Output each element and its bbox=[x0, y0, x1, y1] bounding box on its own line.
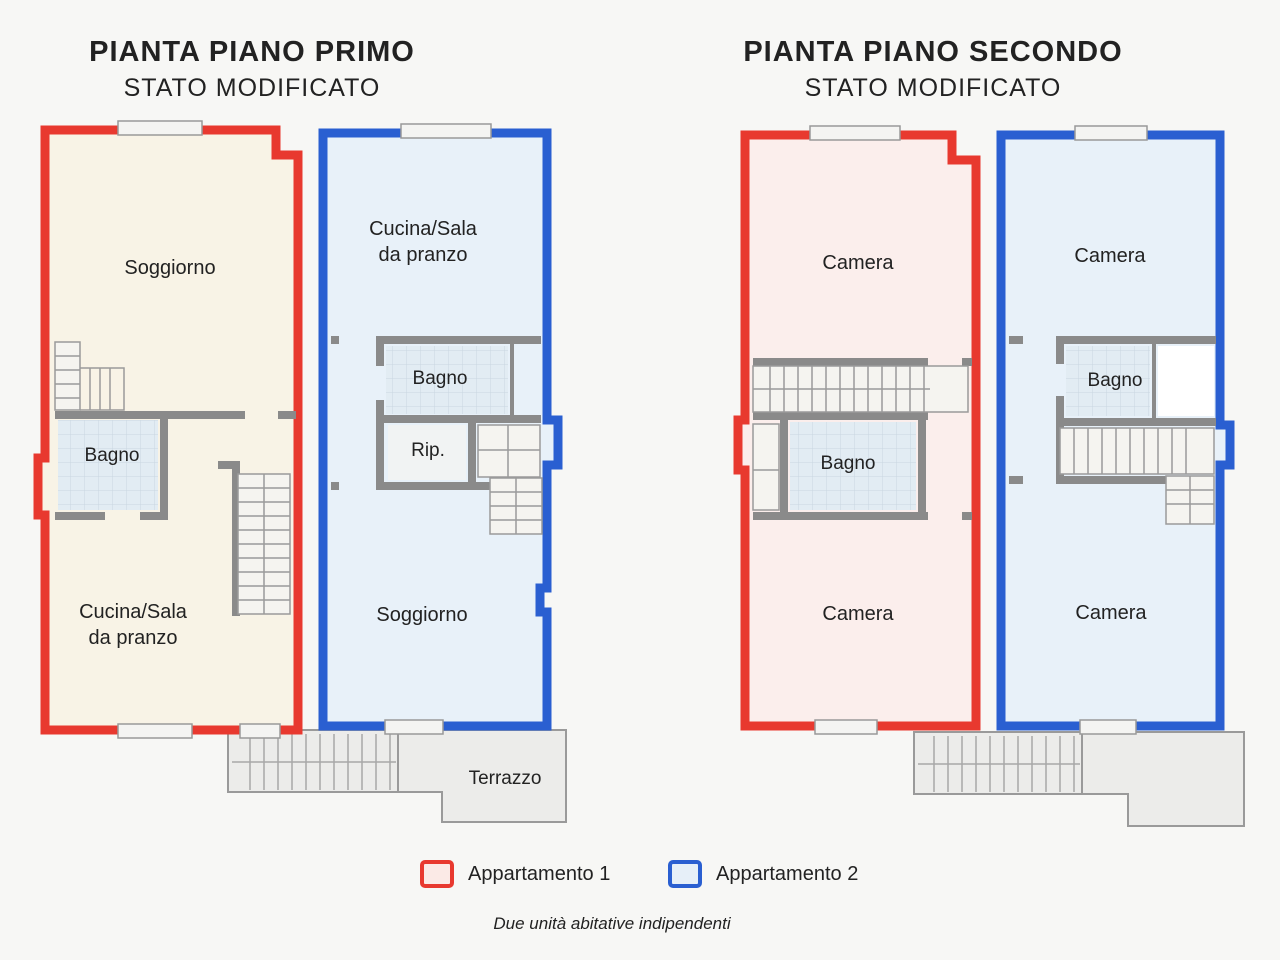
room-label-cucina-1: Cucina/Sala bbox=[79, 601, 188, 623]
room-label-camera-2b: Camera bbox=[1075, 602, 1147, 624]
legend-swatch-blue bbox=[668, 860, 702, 888]
room-label-bagno-3: Bagno bbox=[821, 453, 876, 474]
exterior-stair-second bbox=[913, 731, 1245, 827]
room-label-bagno-1: Bagno bbox=[85, 445, 140, 466]
legend-apartment-2: Appartamento 2 bbox=[668, 860, 858, 888]
room-label-bagno-4: Bagno bbox=[1088, 370, 1143, 391]
legend-swatch-red bbox=[420, 860, 454, 888]
footnote: Due unità abitative indipendenti bbox=[493, 914, 731, 933]
room-label-camera-1a: Camera bbox=[822, 252, 894, 274]
apartment1-first-floor: Soggiorno Bagno Cucina/Sala da pranzo bbox=[33, 120, 303, 739]
apartment2-second-floor: Camera Bagno Camera bbox=[996, 125, 1235, 735]
room-label-soggiorno-1: Soggiorno bbox=[124, 257, 215, 279]
plan2-title: PIANTA PIANO SECONDO bbox=[743, 36, 1123, 68]
plan2-subtitle: STATO MODIFICATO bbox=[804, 74, 1062, 102]
room-label-pranzo-2: da pranzo bbox=[379, 244, 468, 266]
exterior-stair-terrace bbox=[227, 729, 567, 823]
room-label-cucina-2: Cucina/Sala bbox=[369, 218, 478, 240]
apartment2-first-floor: Cucina/Sala da pranzo Bagno Rip. Soggior… bbox=[318, 123, 563, 735]
room-label-terrazzo: Terrazzo bbox=[469, 768, 542, 789]
first-floor-plan: Soggiorno Bagno Cucina/Sala da pranzo bbox=[33, 120, 567, 823]
second-floor-plan: Camera Bagno Camera bbox=[733, 125, 1245, 827]
room-label-rip: Rip. bbox=[411, 440, 445, 461]
room-label-camera-2a: Camera bbox=[1074, 245, 1146, 267]
room-label-camera-1b: Camera bbox=[822, 603, 894, 625]
floor-plans: Soggiorno Bagno Cucina/Sala da pranzo bbox=[33, 120, 1245, 827]
legend-apartment-1: Appartamento 1 bbox=[420, 860, 610, 888]
room-label-soggiorno-2: Soggiorno bbox=[376, 604, 467, 626]
plan1-subtitle: STATO MODIFICATO bbox=[123, 74, 381, 102]
plan1-title: PIANTA PIANO PRIMO bbox=[89, 36, 415, 68]
room-label-bagno-2: Bagno bbox=[413, 368, 468, 389]
room-label-pranzo-1: da pranzo bbox=[89, 627, 178, 649]
legend-label-apartment-2: Appartamento 2 bbox=[716, 862, 859, 885]
apartment1-second-floor: Camera Bagno Camera bbox=[733, 125, 981, 735]
legend-label-apartment-1: Appartamento 1 bbox=[468, 862, 611, 885]
